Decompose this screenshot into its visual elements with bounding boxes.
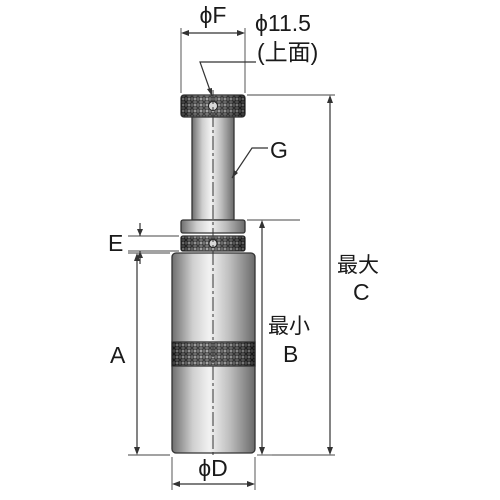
label-e: E (108, 230, 123, 256)
label-phi-top: ϕ11.5 (255, 10, 311, 36)
leader-g (231, 147, 268, 179)
label-c: C (353, 279, 370, 305)
dim-c (247, 94, 335, 456)
dim-phi-f (180, 28, 246, 93)
label-g: G (270, 137, 288, 163)
label-min: 最小 (268, 315, 310, 338)
label-phi-f: ϕF (200, 2, 227, 28)
label-b: B (283, 341, 298, 367)
top-cap (180, 94, 246, 118)
leader-phi-top (199, 61, 256, 97)
dim-b (247, 219, 300, 456)
label-phi-d: ϕD (198, 455, 228, 481)
label-top-note: (上面) (257, 39, 318, 65)
label-max: 最大 (337, 254, 379, 277)
dim-a (128, 252, 170, 456)
label-a: A (110, 342, 126, 368)
dim-phi-d (171, 457, 256, 490)
